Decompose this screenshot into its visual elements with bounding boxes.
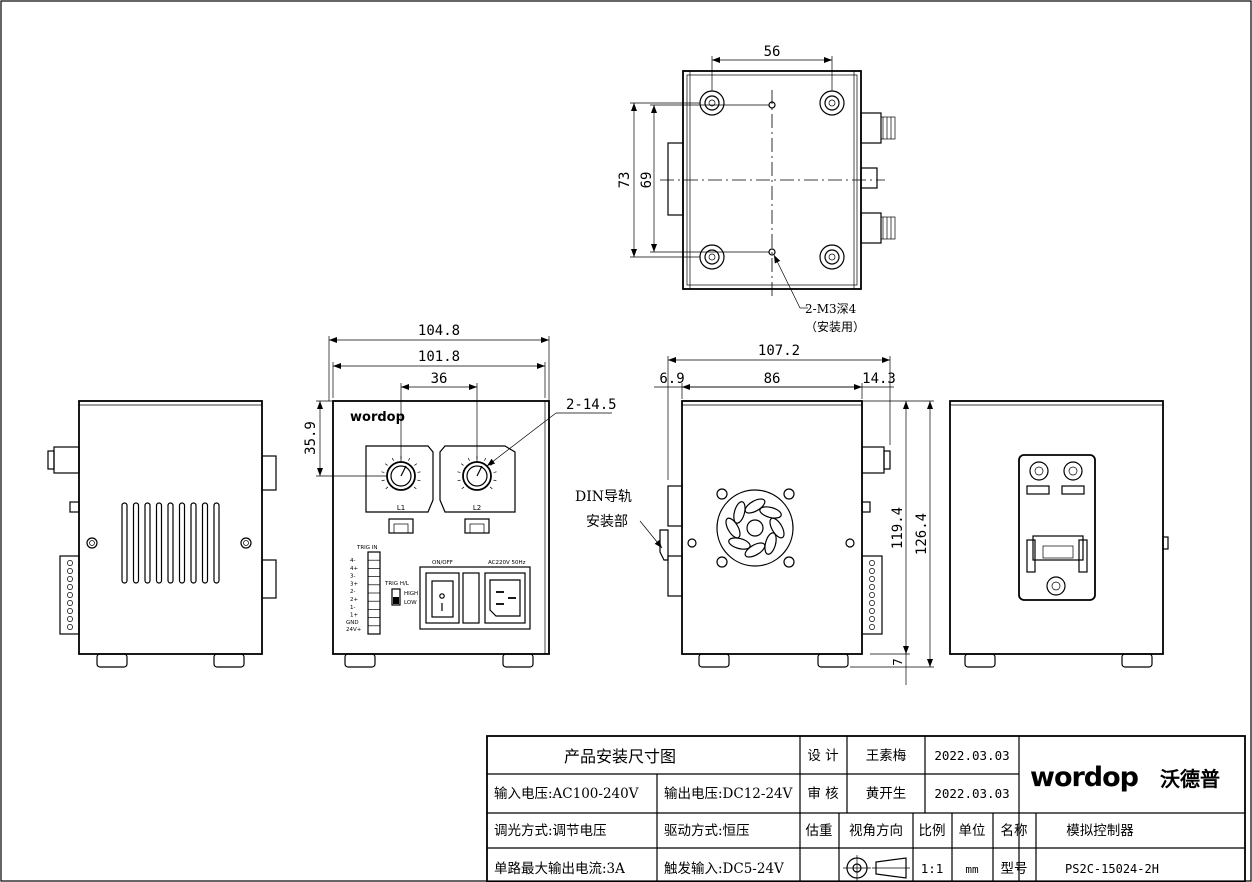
scale-label: 比例 <box>919 823 946 839</box>
ac-label: AC220V 50Hz <box>488 560 526 566</box>
trigger-input: 触发输入:DC5-24V <box>664 861 784 877</box>
terminal-label: 3+ <box>350 581 358 587</box>
view-direction-label: 视角方向 <box>849 823 903 839</box>
terminal-label: 1+ <box>350 613 358 619</box>
dim-side-height-inner: 119.4 <box>890 507 906 549</box>
dim-top-inner: 69 <box>639 172 655 189</box>
dim-side-height-total: 126.4 <box>914 513 930 555</box>
hole-note: 2-M3深4 <box>805 302 857 316</box>
dim-side-right: 14.3 <box>862 371 896 387</box>
unit-label: 单位 <box>959 823 986 839</box>
dim-side-depth: 107.2 <box>758 343 800 359</box>
dim-knob-dia: 2-14.5 <box>566 397 617 413</box>
title-block: 产品安装尺寸图 输入电压:AC100-240V 输出电压:DC12-24V 调光… <box>486 735 1246 882</box>
dim-side-feet: 7 <box>891 658 905 665</box>
hole-note-sub: （安装用） <box>805 319 865 334</box>
left-side-view <box>47 400 277 668</box>
dim-top-outer: 73 <box>617 172 633 189</box>
review-label: 审 核 <box>807 786 838 802</box>
weight-label: 估重 <box>806 823 833 839</box>
dimming-mode: 调光方式:调节电压 <box>494 823 607 839</box>
trig-hl-label: TRIG H/L <box>384 581 410 587</box>
trig-in-label: TRIG IN <box>356 545 378 551</box>
dim-side-left: 6.9 <box>659 371 684 387</box>
front-brand-logo: wordop <box>350 410 405 425</box>
terminal-label: 3- <box>350 574 355 580</box>
name-label: 名称 <box>1001 823 1028 839</box>
front-view: wordop L1 L2 TRIG IN 4- 4+ 3-3+ 2- 2+ 1- 1+ GN… <box>303 323 617 668</box>
design-date: 2022.03.03 <box>934 748 1009 763</box>
dim-knob-spacing: 36 <box>431 371 448 387</box>
company-logo: wordop <box>1030 762 1139 793</box>
dim-side-mid: 86 <box>764 371 781 387</box>
back-view <box>949 400 1169 668</box>
design-label: 设 计 <box>807 748 838 764</box>
projection-symbol-icon <box>843 855 910 881</box>
terminal-label: 4+ <box>350 566 358 572</box>
drive-mode: 驱动方式:恒压 <box>664 823 750 839</box>
dim-top-width: 56 <box>764 44 781 60</box>
model-label: 型号 <box>1001 861 1028 877</box>
on-off-label: ON/OFF <box>432 560 453 566</box>
dim-front-body: 101.8 <box>418 349 460 365</box>
designer: 王素梅 <box>866 748 907 764</box>
max-current: 单路最大输出电流:3A <box>494 861 625 877</box>
dim-knob-height: 35.9 <box>303 421 319 455</box>
reviewer: 黄开生 <box>866 786 907 802</box>
dim-front-total: 104.8 <box>418 323 460 339</box>
top-view: 56 73 69 2-M3深4 （安装用） <box>617 44 896 334</box>
terminal-label: 2- <box>350 589 355 595</box>
terminal-label: 2+ <box>350 597 358 603</box>
scale-value: 1:1 <box>921 861 944 876</box>
high-label: HIGH <box>404 591 418 597</box>
terminal-label: 4- <box>350 558 355 564</box>
drawing-title: 产品安装尺寸图 <box>564 747 676 766</box>
din-label: DIN导轨 <box>575 489 632 505</box>
right-side-view: 107.2 6.9 86 14.3 119.4 126.4 7 DIN导轨 安装… <box>575 343 934 685</box>
gnd-label: GND <box>346 620 359 626</box>
company-name: 沃德普 <box>1160 767 1220 791</box>
din-label-sub: 安装部 <box>586 514 628 530</box>
review-date: 2022.03.03 <box>934 786 1009 801</box>
low-label: LOW <box>404 600 417 606</box>
v24-label: 24V+ <box>346 627 362 633</box>
output-voltage: 输出电压:DC12-24V <box>664 786 793 802</box>
name-value: 模拟控制器 <box>1066 823 1134 839</box>
model-value: PS2C-15024-2H <box>1065 862 1159 876</box>
input-voltage: 输入电压:AC100-240V <box>494 786 639 802</box>
terminal-label: 1- <box>350 605 355 611</box>
knob-label-l1: L1 <box>397 504 405 512</box>
unit-value: mm <box>965 863 979 876</box>
knob-label-l2: L2 <box>473 504 481 512</box>
